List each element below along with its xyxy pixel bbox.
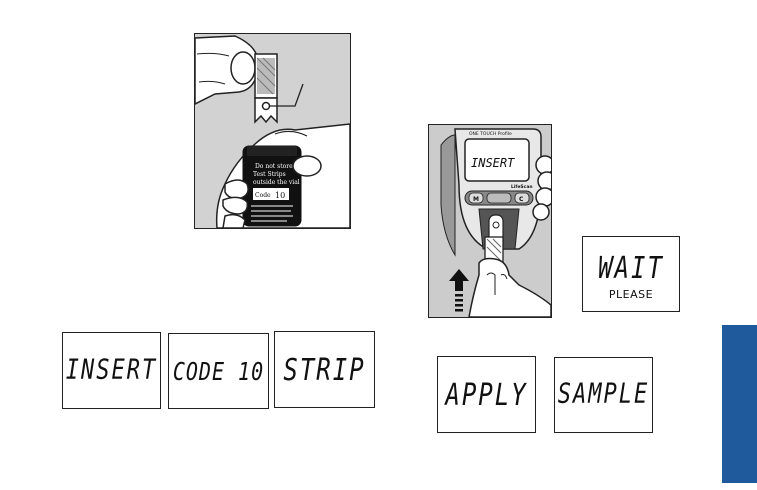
lcd-code-text: CODE 10 (173, 359, 264, 384)
strip-vial-illustration: Do not store Test Strips outside the via… (194, 33, 351, 229)
lcd-sample: SAMPLE (554, 357, 653, 433)
lcd-strip: STRIP (274, 331, 375, 408)
vial-code-value: 10 (275, 191, 285, 200)
lcd-insert: INSERT (62, 332, 161, 409)
meter-screen-text: INSERT (471, 156, 515, 170)
meter-c-button: C (519, 196, 524, 203)
lcd-code: CODE 10 (168, 333, 269, 409)
lcd-wait-text: WAIT (598, 253, 664, 283)
vial-label-line2: Test Strips (253, 171, 286, 178)
lcd-apply: APPLY (437, 356, 536, 433)
vial-label-line1: Do not store (255, 163, 293, 170)
lcd-wait: WAIT PLEASE (582, 236, 680, 312)
lcd-strip-text: STRIP (283, 355, 365, 385)
meter-brand: ONE TOUCH Profile (469, 131, 512, 137)
meter-m-button: M (473, 196, 479, 203)
meter-insert-illustration: ONE TOUCH Profile INSERT LifeScan M C (428, 124, 552, 318)
meter-logo: LifeScan (511, 184, 533, 190)
lcd-sample-text: SAMPLE (558, 381, 649, 409)
section-side-tab (722, 325, 757, 483)
lcd-wait-subtext: PLEASE (609, 288, 653, 301)
vial-code-label: Code (255, 192, 271, 199)
lcd-insert-text: INSERT (66, 357, 157, 385)
vial-label-line3: outside the vial (253, 179, 300, 186)
lcd-apply-text: APPLY (445, 380, 527, 410)
